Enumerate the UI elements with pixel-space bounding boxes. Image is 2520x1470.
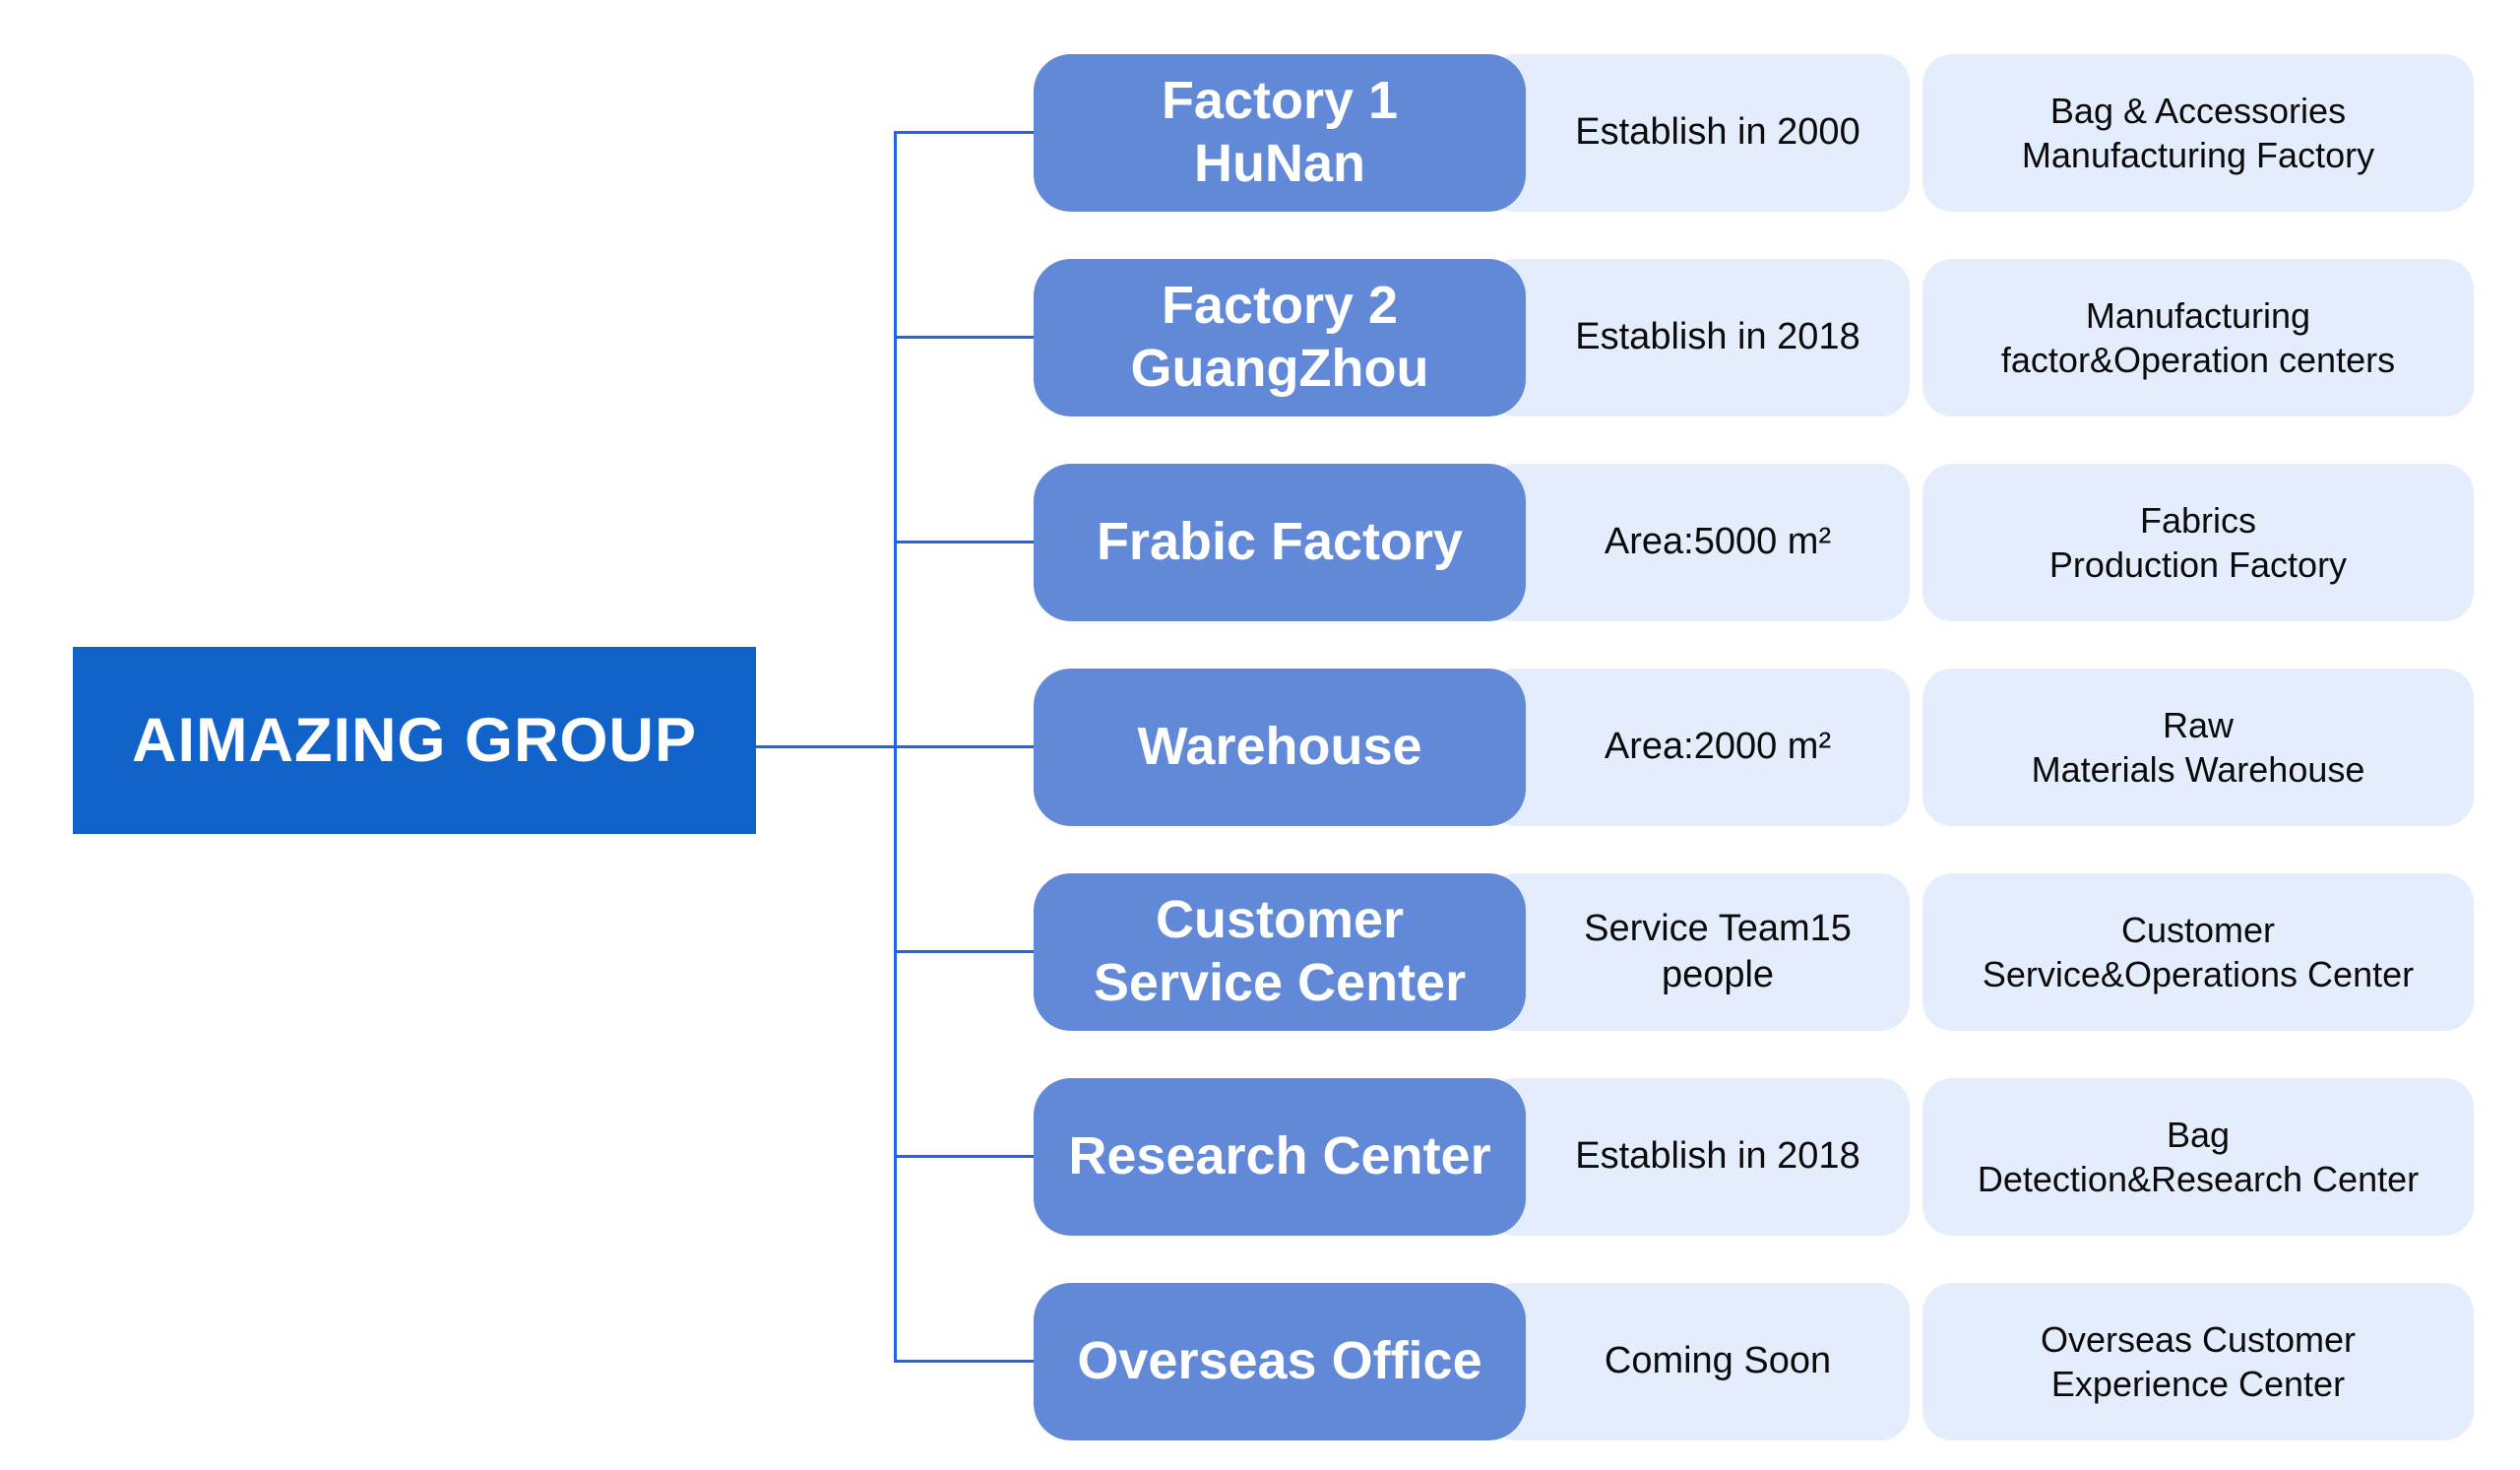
org-desc-text: Manufacturing factor&Operation centers bbox=[2000, 295, 2396, 380]
connector-branch-line bbox=[894, 950, 1043, 953]
connector-branch-line bbox=[894, 336, 1043, 339]
org-desc-text: Overseas Customer Experience Center bbox=[2040, 1319, 2357, 1404]
connector-branch-line bbox=[894, 1155, 1043, 1158]
org-info-text: Establish in 2000 bbox=[1575, 111, 1860, 154]
connector-branch-line bbox=[894, 1360, 1043, 1363]
org-desc-text: Customer Service&Operations Center bbox=[1982, 910, 2415, 994]
org-desc-panel: Bag Detection&Research Center bbox=[1922, 1078, 2474, 1236]
org-desc-panel: Overseas Customer Experience Center bbox=[1922, 1283, 2474, 1440]
org-desc-panel: Manufacturing factor&Operation centers bbox=[1922, 259, 2474, 416]
org-info-panel: Establish in 2018 bbox=[1486, 1078, 1910, 1236]
org-node: Factory 1 HuNan bbox=[1034, 54, 1526, 212]
org-node-label: Frabic Factory bbox=[1096, 512, 1464, 572]
root-node: AIMAZING GROUP bbox=[73, 647, 756, 834]
org-desc-panel: Fabrics Production Factory bbox=[1922, 464, 2474, 621]
connector-root-line bbox=[752, 745, 1043, 748]
org-desc-panel: Customer Service&Operations Center bbox=[1922, 873, 2474, 1031]
org-node-label: Factory 2 GuangZhou bbox=[1130, 276, 1429, 398]
org-info-panel: Area:5000 m² bbox=[1486, 464, 1910, 621]
org-node: Factory 2 GuangZhou bbox=[1034, 259, 1526, 416]
org-row-warehouse: Warehouse Area:2000 m² Raw Materials War… bbox=[0, 669, 2520, 826]
org-node: Warehouse bbox=[1034, 669, 1526, 826]
org-node: Research Center bbox=[1034, 1078, 1526, 1236]
org-node-label: Overseas Office bbox=[1077, 1331, 1482, 1391]
org-info-panel: Establish in 2000 bbox=[1486, 54, 1910, 212]
org-node: Frabic Factory bbox=[1034, 464, 1526, 621]
org-info-text: Coming Soon bbox=[1604, 1340, 1832, 1382]
org-desc-panel: Bag & Accessories Manufacturing Factory bbox=[1922, 54, 2474, 212]
org-desc-text: Fabrics Production Factory bbox=[2048, 500, 2348, 585]
org-info-panel: Establish in 2018 bbox=[1486, 259, 1910, 416]
org-desc-text: Bag Detection&Research Center bbox=[1977, 1115, 2420, 1199]
root-node-label: AIMAZING GROUP bbox=[132, 706, 697, 775]
org-row-factory-2: Factory 2 GuangZhou Establish in 2018 Ma… bbox=[0, 259, 2520, 416]
org-info-text: Area:2000 m² bbox=[1604, 726, 1832, 768]
org-info-text: Area:5000 m² bbox=[1604, 521, 1832, 563]
org-info-panel: Coming Soon bbox=[1486, 1283, 1910, 1440]
org-row-fabric-factory: Frabic Factory Area:5000 m² Fabrics Prod… bbox=[0, 464, 2520, 621]
org-row-overseas-office: Overseas Office Coming Soon Overseas Cus… bbox=[0, 1283, 2520, 1440]
org-info-text: Establish in 2018 bbox=[1575, 1135, 1860, 1178]
org-node-label: Factory 1 HuNan bbox=[1161, 71, 1399, 193]
org-info-panel: Service Team15 people bbox=[1486, 873, 1910, 1031]
org-node-label: Research Center bbox=[1068, 1126, 1491, 1186]
org-info-text: Establish in 2018 bbox=[1575, 316, 1860, 358]
org-node: Customer Service Center bbox=[1034, 873, 1526, 1031]
org-node: Overseas Office bbox=[1034, 1283, 1526, 1440]
org-info-text: Service Team15 people bbox=[1584, 907, 1852, 996]
org-desc-text: Raw Materials Warehouse bbox=[2031, 705, 2365, 790]
org-info-panel: Area:2000 m² bbox=[1486, 669, 1910, 826]
org-node-label: Customer Service Center bbox=[1093, 890, 1467, 1012]
org-desc-panel: Raw Materials Warehouse bbox=[1922, 669, 2474, 826]
org-row-customer-service: Customer Service Center Service Team15 p… bbox=[0, 873, 2520, 1031]
connector-branch-line bbox=[894, 131, 1043, 134]
org-row-research-center: Research Center Establish in 2018 Bag De… bbox=[0, 1078, 2520, 1236]
org-node-label: Warehouse bbox=[1137, 717, 1422, 777]
org-row-factory-1: Factory 1 HuNan Establish in 2000 Bag & … bbox=[0, 54, 2520, 212]
connector-branch-line bbox=[894, 541, 1043, 543]
org-desc-text: Bag & Accessories Manufacturing Factory bbox=[2021, 91, 2375, 175]
